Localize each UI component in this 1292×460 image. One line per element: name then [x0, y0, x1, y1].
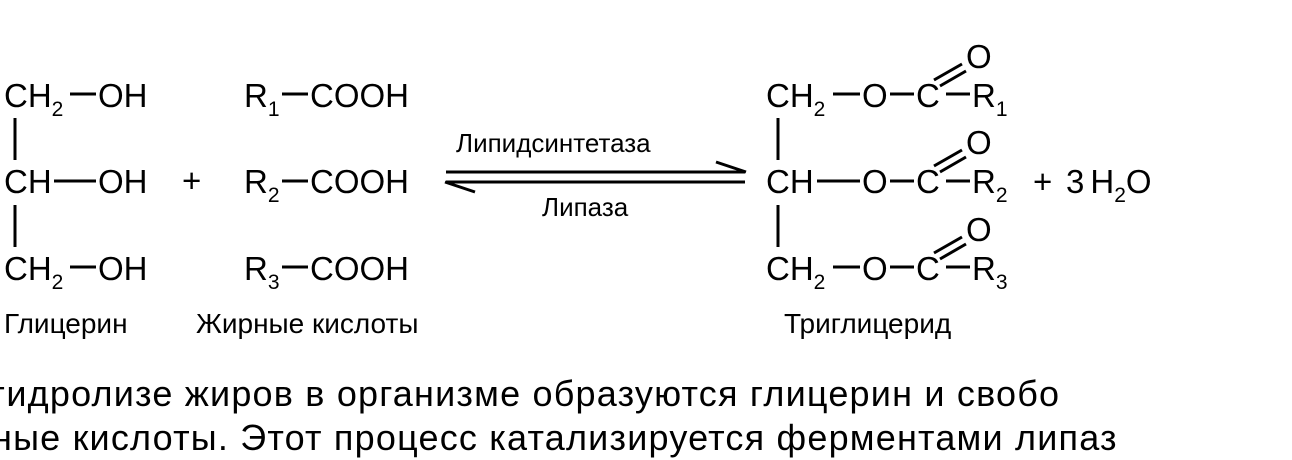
paragraph-line-2: ные кислоты. Этот процесс катализируется… — [0, 417, 1118, 458]
tg-carbonyl-o-1: O — [966, 38, 992, 75]
glycerol-oh-3: OH — [98, 250, 148, 287]
tg-double-bond-3b — [939, 242, 967, 261]
reaction-scheme: CH2 OH CH OH CH2 OH Глицерин + R1 COOH R… — [4, 38, 1152, 339]
triglyceride-structure: CH2 O C O R1 CH O C O R2 CH2 O C O R3 Тр — [766, 38, 1008, 339]
glycerol-ch2-bottom: CH2 — [4, 250, 63, 294]
tg-ester-o-1: O — [862, 77, 888, 114]
tg-r1: R1 — [972, 77, 1008, 121]
tg-ester-o-2: O — [862, 163, 888, 200]
tg-double-bond-3a — [933, 235, 963, 255]
fatty-acids-structure: R1 COOH R2 COOH R3 COOH Жирные кислоты — [196, 77, 418, 339]
acid-cooh-3: COOH — [310, 250, 409, 287]
paragraph-line-1: гидролизе жиров в организме образуются г… — [0, 373, 1061, 414]
acid-r1: R1 — [244, 77, 280, 121]
glycerol-ch-middle: CH — [4, 163, 52, 200]
acid-cooh-1: COOH — [310, 77, 409, 114]
glycerol-ch2-top: CH2 — [4, 77, 63, 121]
fatty-acids-caption: Жирные кислоты — [196, 308, 418, 339]
tg-double-bond-2a — [933, 148, 963, 168]
reverse-arrow-head — [444, 180, 476, 194]
body-paragraph: гидролизе жиров в организме образуются г… — [0, 372, 1292, 460]
acid-r3: R3 — [244, 250, 280, 294]
acid-cooh-2: COOH — [310, 163, 409, 200]
tg-carbon-3: C — [916, 250, 940, 287]
triglyceride-caption: Триглицерид — [784, 308, 951, 339]
tg-double-bond-1a — [933, 62, 963, 82]
tg-r3: R3 — [972, 250, 1008, 294]
forward-enzyme-label: Липидсинтетаза — [456, 128, 651, 158]
plus-sign: + — [182, 162, 201, 199]
tg-ch-middle: CH — [766, 163, 814, 200]
glycerol-oh-1: OH — [98, 77, 148, 114]
tg-carbonyl-o-2: O — [966, 124, 992, 161]
tg-carbonyl-o-3: O — [966, 211, 992, 248]
glycerol-structure: CH2 OH CH OH CH2 OH Глицерин — [4, 77, 148, 339]
forward-arrow-head — [715, 160, 747, 174]
tg-r2: R2 — [972, 163, 1008, 207]
tg-double-bond-1b — [939, 69, 967, 88]
tg-double-bond-2b — [939, 155, 967, 174]
glycerol-caption: Глицерин — [4, 308, 128, 339]
tg-carbon-1: C — [916, 77, 940, 114]
tg-ch2-top: CH2 — [766, 77, 825, 121]
water-plus-sign: + — [1033, 163, 1052, 200]
tg-ester-o-3: O — [862, 250, 888, 287]
glycerol-oh-2: OH — [98, 163, 148, 200]
tg-carbon-2: C — [916, 163, 940, 200]
acid-r2: R2 — [244, 163, 280, 207]
tg-ch2-bottom: CH2 — [766, 250, 825, 294]
equilibrium-arrows: Липидсинтетаза Липаза — [444, 128, 747, 222]
reverse-enzyme-label: Липаза — [542, 192, 629, 222]
